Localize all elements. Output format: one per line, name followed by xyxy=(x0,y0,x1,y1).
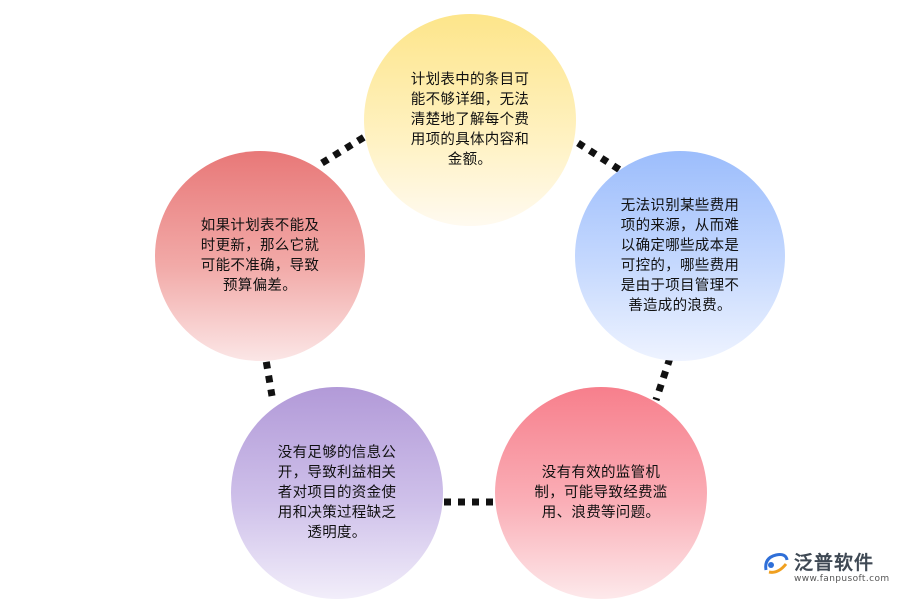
cause-node-supervision: 没有有效的监管机制，可能导致经费滥用、浪费等问题。 xyxy=(495,387,707,599)
cause-node-source: 无法识别某些费用项的来源，从而难以确定哪些成本是可控的，哪些费用是由于项目管理不… xyxy=(575,151,785,361)
cause-text-update: 如果计划表不能及时更新，那么它就可能不准确，导致预算偏差。 xyxy=(200,218,320,294)
cause-node-update: 如果计划表不能及时更新，那么它就可能不准确，导致预算偏差。 xyxy=(155,151,365,361)
brand-url: www.fanpusoft.com xyxy=(794,574,890,584)
connector-right-bottom xyxy=(652,356,674,402)
cause-text-source: 无法识别某些费用项的来源，从而难以确定哪些成本是可控的，哪些费用是由于项目管理不… xyxy=(620,198,740,314)
connector-top-right xyxy=(576,140,622,173)
brand-logo: 泛普软件 www.fanpusoft.com xyxy=(762,548,889,588)
connector-top-left xyxy=(320,133,368,166)
fanpu-logo-icon xyxy=(764,553,789,574)
brand-name: 泛普软件 xyxy=(794,552,875,574)
cause-node-transparency: 没有足够的信息公开，导致利益相关者对项目的资金使用和决策过程缺乏透明度。 xyxy=(231,387,443,599)
cause-node-details: 计划表中的条目可能不够详细，无法清楚地了解每个费用项的具体内容和金额。 xyxy=(364,14,576,226)
cause-text-transparency: 没有足够的信息公开，导致利益相关者对项目的资金使用和决策过程缺乏透明度。 xyxy=(277,445,397,541)
cause-text-details: 计划表中的条目可能不够详细，无法清楚地了解每个费用项的具体内容和金额。 xyxy=(410,72,530,168)
cause-text-supervision: 没有有效的监管机制，可能导致经费滥用、浪费等问题。 xyxy=(534,465,668,521)
